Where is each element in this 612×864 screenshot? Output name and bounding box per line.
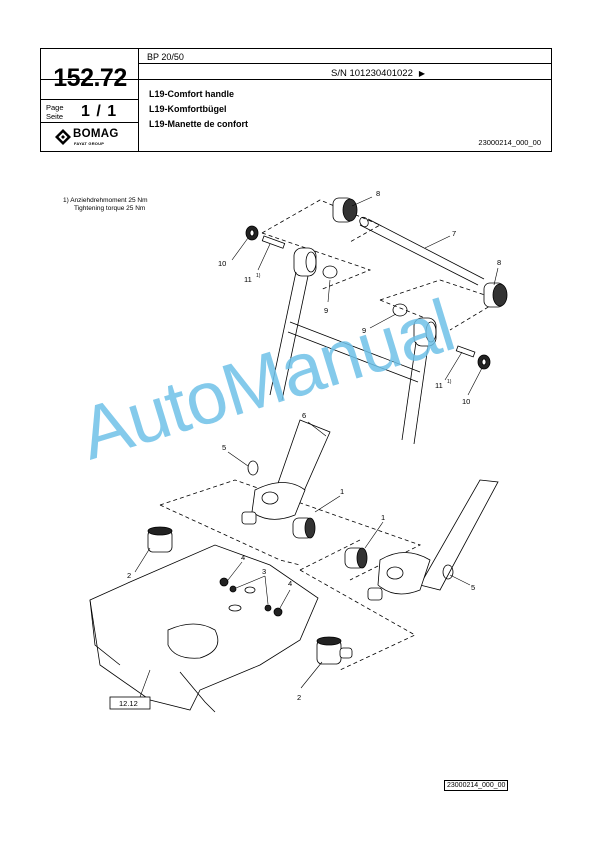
callout-11: 11 — [435, 381, 443, 390]
callout-superscript: 1) — [447, 379, 452, 385]
torque-note: 1) Anziehdrehmoment 25 Nm Tightening tor… — [63, 197, 148, 213]
callout-1: 1 — [381, 513, 385, 522]
callout-5: 5 — [222, 443, 226, 452]
logo-subtext: FAYAT GROUP — [74, 141, 105, 146]
model-name: BP 20/50 — [147, 52, 184, 62]
nut-part-3 — [229, 585, 272, 612]
callout-1: 1 — [340, 487, 344, 496]
page-label-en: Seite — [46, 112, 64, 121]
clip-part-5 — [247, 460, 454, 580]
callout-9: 9 — [362, 326, 366, 335]
title-block: BP 20/50 S/N 101230401022 ▶ 152.72 Page S… — [40, 48, 552, 152]
title-list: L19-Comfort handle L19-Komfortbügel L19-… — [149, 87, 248, 132]
divider — [41, 99, 138, 100]
callout-5: 5 — [471, 583, 475, 592]
title-en: L19-Comfort handle — [149, 89, 235, 99]
upper-handle-frame — [269, 247, 437, 445]
exploded-view-drawing: 8 7 8 10 11 1) 9 9 11 1) 10 6 5 1 1 2 4 … — [89, 189, 508, 713]
bushing-part-1 — [292, 517, 368, 569]
callout-2: 2 — [297, 693, 301, 702]
bomag-logo: BOMAG FAYAT GROUP — [55, 127, 135, 149]
serial-text: S/N 101230401022 — [331, 68, 413, 79]
callout-11: 11 — [244, 275, 252, 284]
callout-9: 9 — [324, 306, 328, 315]
divider — [41, 79, 552, 80]
footer-reference: 23000214_000_00 — [444, 780, 509, 791]
callout-labels: 8 7 8 10 11 1) 9 9 11 1) 10 6 5 1 1 2 4 … — [127, 189, 501, 702]
page-label-de: Page — [46, 103, 64, 112]
washer-part-10 — [245, 225, 491, 370]
callout-3: 3 — [262, 567, 266, 576]
rod-part-7 — [359, 216, 485, 286]
callout-8: 8 — [497, 258, 501, 267]
callout-4: 4 — [288, 579, 292, 588]
play-arrow-icon: ▶ — [418, 69, 426, 78]
lever-part-6 — [241, 419, 331, 525]
washer-part-4 — [219, 577, 283, 617]
pin-part-9 — [322, 265, 408, 317]
drawing-reference: 23000214_000_00 — [478, 138, 541, 147]
callout-7: 7 — [452, 229, 456, 238]
callout-2: 2 — [127, 571, 131, 580]
page-number: 1 / 1 — [81, 103, 117, 120]
leader-lines — [134, 196, 499, 698]
callout-10: 10 — [462, 397, 470, 406]
part-number: 152.72 — [53, 64, 127, 92]
lever-right — [367, 479, 499, 601]
bomag-logo-icon — [55, 129, 71, 145]
torque-note-en: Tightening torque 25 Nm — [74, 205, 146, 212]
title-fr: L19-Manette de confort — [149, 119, 249, 129]
reference-box-label: 12.12 — [119, 699, 138, 708]
screw-part-11 — [261, 235, 476, 358]
callout-8: 8 — [376, 189, 380, 198]
bushing-part-8 — [332, 197, 508, 308]
callout-superscript: 1) — [256, 273, 261, 279]
base-frame — [89, 544, 319, 713]
divider — [138, 49, 139, 152]
reference-box: 12.12 — [109, 696, 151, 710]
callout-4: 4 — [241, 553, 245, 562]
torque-note-de: 1) Anziehdrehmoment 25 Nm — [63, 197, 148, 204]
title-de: L19-Komfortbügel — [149, 104, 227, 114]
rubber-mount-part-2 — [147, 526, 353, 665]
callout-10: 10 — [218, 259, 226, 268]
divider — [138, 63, 552, 64]
callout-6: 6 — [302, 411, 306, 420]
divider — [41, 122, 138, 123]
logo-text: BOMAG — [73, 128, 119, 140]
serial-number: S/N 101230401022 ▶ — [331, 68, 425, 79]
page-label: Page Seite — [46, 103, 64, 121]
